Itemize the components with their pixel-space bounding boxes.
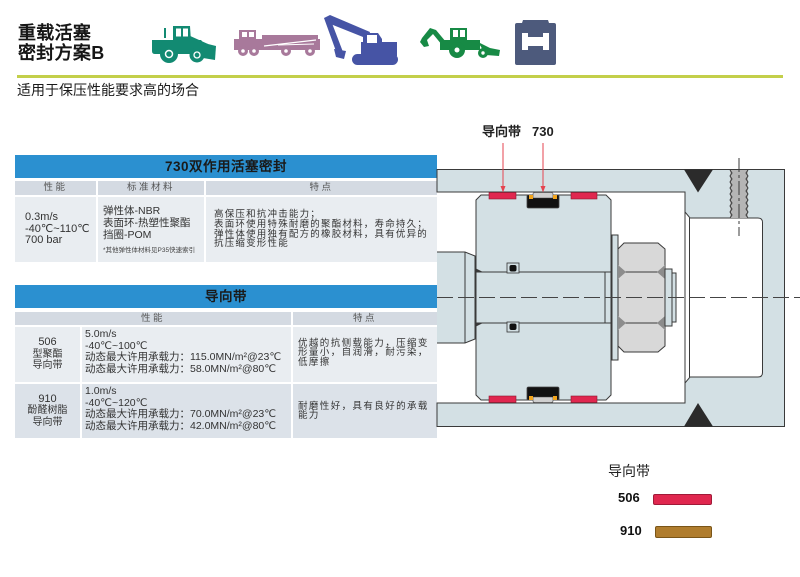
features-cell: 优越的抗侧载能力，压缩变 形量小，自润滑，耐污染， 低摩擦 xyxy=(291,327,437,382)
feature-line: 形量小，自润滑，耐污染， xyxy=(298,347,429,359)
feature-line: 弹性体使用独有配方的橡胶材料，具有优异的 xyxy=(214,228,429,240)
column-header-performance: 性能 xyxy=(43,182,68,193)
chamfer-mark xyxy=(475,323,483,327)
load-capacity-80c: 动态最大许用承载力：42.0MN/m²@80℃ xyxy=(85,419,277,432)
load-capacity-23c: 动态最大许用承载力：70.0MN/m²@23℃ xyxy=(85,408,277,420)
temperature-range: -40℃~110℃ xyxy=(25,222,90,235)
truck-crane-icon xyxy=(234,30,320,56)
seal-table-title: 730双作用活塞密封 xyxy=(15,155,437,178)
material-line: 弹性体-NBR xyxy=(103,204,161,217)
piston-seal-diagram xyxy=(436,143,800,427)
o-ring-top xyxy=(506,262,520,274)
band-code: 910 xyxy=(38,392,57,405)
nut-chamfer-marks xyxy=(618,265,665,330)
feature-line: 优越的抗侧载能力，压缩变 xyxy=(298,337,429,349)
backhoe-loader-icon xyxy=(420,28,500,58)
legend-code-506: 506 xyxy=(618,490,640,505)
page-subtitle: 适用于保压性能要求高的场合 xyxy=(17,82,199,98)
feature-line: 耐磨性好，具有良好的承载 xyxy=(298,400,429,412)
page-title-line-1: 重载活塞 xyxy=(18,23,92,43)
speed-value: 0.3m/s xyxy=(25,211,59,224)
table-row: 910 酚醛树脂 导向带 1.0m/s -40℃~120℃ 动态最大许用承载力：… xyxy=(15,384,437,438)
weld-symbol-top-icon xyxy=(684,169,713,193)
band-name-cell: 910 酚醛树脂 导向带 xyxy=(15,384,80,438)
weld-symbol-bottom-icon xyxy=(684,403,713,427)
table-row: 0.3m/s -40℃~110℃ 700 bar 弹性体-NBR 表面环-热塑性… xyxy=(15,197,437,262)
callout-label-seal-730: 730 xyxy=(532,124,554,139)
cylinder-housing xyxy=(436,169,785,427)
temperature-range: -40℃~120℃ xyxy=(85,396,148,409)
performance-cell: 1.0m/s -40℃~120℃ 动态最大许用承载力：70.0MN/m²@23℃… xyxy=(80,384,291,438)
guide-band-table: 导向带 性能 特点 506 型聚酯 导向带 5.0m/s -40℃~100℃ 动… xyxy=(15,285,437,438)
legend-swatch-910 xyxy=(655,526,712,538)
material-line: 表面环-热塑性聚酯 xyxy=(103,216,191,229)
excavator-icon xyxy=(324,15,398,65)
legend-swatch-506 xyxy=(653,494,712,505)
features-cell: 高保压和抗冲击能力； 表面环使用特殊耐磨的聚酯材料，寿命持久； 弹性体使用独有配… xyxy=(204,197,437,262)
guide-band-bottom-left xyxy=(488,395,517,403)
column-header-materials: 标准材料 xyxy=(96,181,204,195)
performance-cell: 5.0m/s -40℃~100℃ 动态最大许用承载力：115.0MN/m²@23… xyxy=(80,327,291,382)
column-header-performance: 性能 xyxy=(140,313,165,324)
legend-title: 导向带 xyxy=(608,463,650,479)
materials-footnote: *其他弹性体材料见P35快速索引 xyxy=(103,246,196,254)
band-code: 506 xyxy=(38,336,57,349)
band-material: 型聚酯 xyxy=(32,348,63,360)
band-name-cell: 506 型聚酯 导向带 xyxy=(15,327,80,382)
wheel-loader-icon xyxy=(152,26,216,63)
press-icon xyxy=(515,20,556,65)
band-type: 导向带 xyxy=(32,360,63,372)
performance-cell: 0.3m/s -40℃~110℃ 700 bar xyxy=(15,197,96,262)
accent-divider xyxy=(17,75,783,78)
column-header-features: 特点 xyxy=(291,312,437,325)
guide-band-table-column-headers: 性能 特点 xyxy=(15,312,437,325)
seal-table-column-headers: 性能 标准材料 特点 xyxy=(15,181,437,195)
seal-730-top xyxy=(526,192,560,209)
material-line: 挡圈-POM xyxy=(103,228,152,241)
feature-line: 高保压和抗冲击能力； xyxy=(214,208,322,220)
callout-arrow-seal-730 xyxy=(540,143,546,193)
o-ring-bottom xyxy=(506,321,520,333)
page-title-line-2: 密封方案B xyxy=(18,43,105,63)
band-type: 导向带 xyxy=(32,416,63,428)
load-capacity-23c: 动态最大许用承载力：115.0MN/m²@23℃ xyxy=(85,351,282,363)
materials-cell: 弹性体-NBR 表面环-热塑性聚酯 挡圈-POM *其他弹性体材料见P35快速索… xyxy=(96,197,204,262)
speed-value: 1.0m/s xyxy=(85,385,117,397)
guide-band-table-title: 导向带 xyxy=(15,285,437,308)
guide-band-top-right xyxy=(570,192,598,200)
guide-band-top-left xyxy=(488,192,517,200)
column-header-features: 特点 xyxy=(204,181,437,195)
feature-line: 低摩擦 xyxy=(298,356,331,368)
feature-line: 抗压缩变形性能 xyxy=(214,238,289,250)
callout-label-guide-band: 导向带 xyxy=(482,124,522,139)
temperature-range: -40℃~100℃ xyxy=(85,339,148,352)
page-title: 重载活塞 密封方案B xyxy=(18,23,105,63)
features-cell: 耐磨性好，具有良好的承载 能力 xyxy=(291,384,437,438)
guide-band-bottom-right xyxy=(570,395,598,403)
legend-code-910: 910 xyxy=(620,523,642,538)
band-material: 酚醛树脂 xyxy=(27,405,68,417)
seal-730-bottom xyxy=(526,386,560,403)
table-row: 506 型聚酯 导向带 5.0m/s -40℃~100℃ 动态最大许用承载力：1… xyxy=(15,327,437,382)
callout-arrow-guide-band xyxy=(500,143,506,193)
pressure-value: 700 bar xyxy=(25,234,63,247)
seal-730-table: 730双作用活塞密封 性能 标准材料 特点 0.3m/s -40℃~110℃ 7… xyxy=(15,155,437,262)
feature-line: 能力 xyxy=(298,410,320,421)
load-capacity-80c: 动态最大许用承载力：58.0MN/m²@80℃ xyxy=(85,362,277,375)
feature-line: 表面环使用特殊耐磨的聚酯材料，寿命持久； xyxy=(214,218,429,230)
chamfer-mark xyxy=(475,268,483,272)
speed-value: 5.0m/s xyxy=(85,328,117,340)
